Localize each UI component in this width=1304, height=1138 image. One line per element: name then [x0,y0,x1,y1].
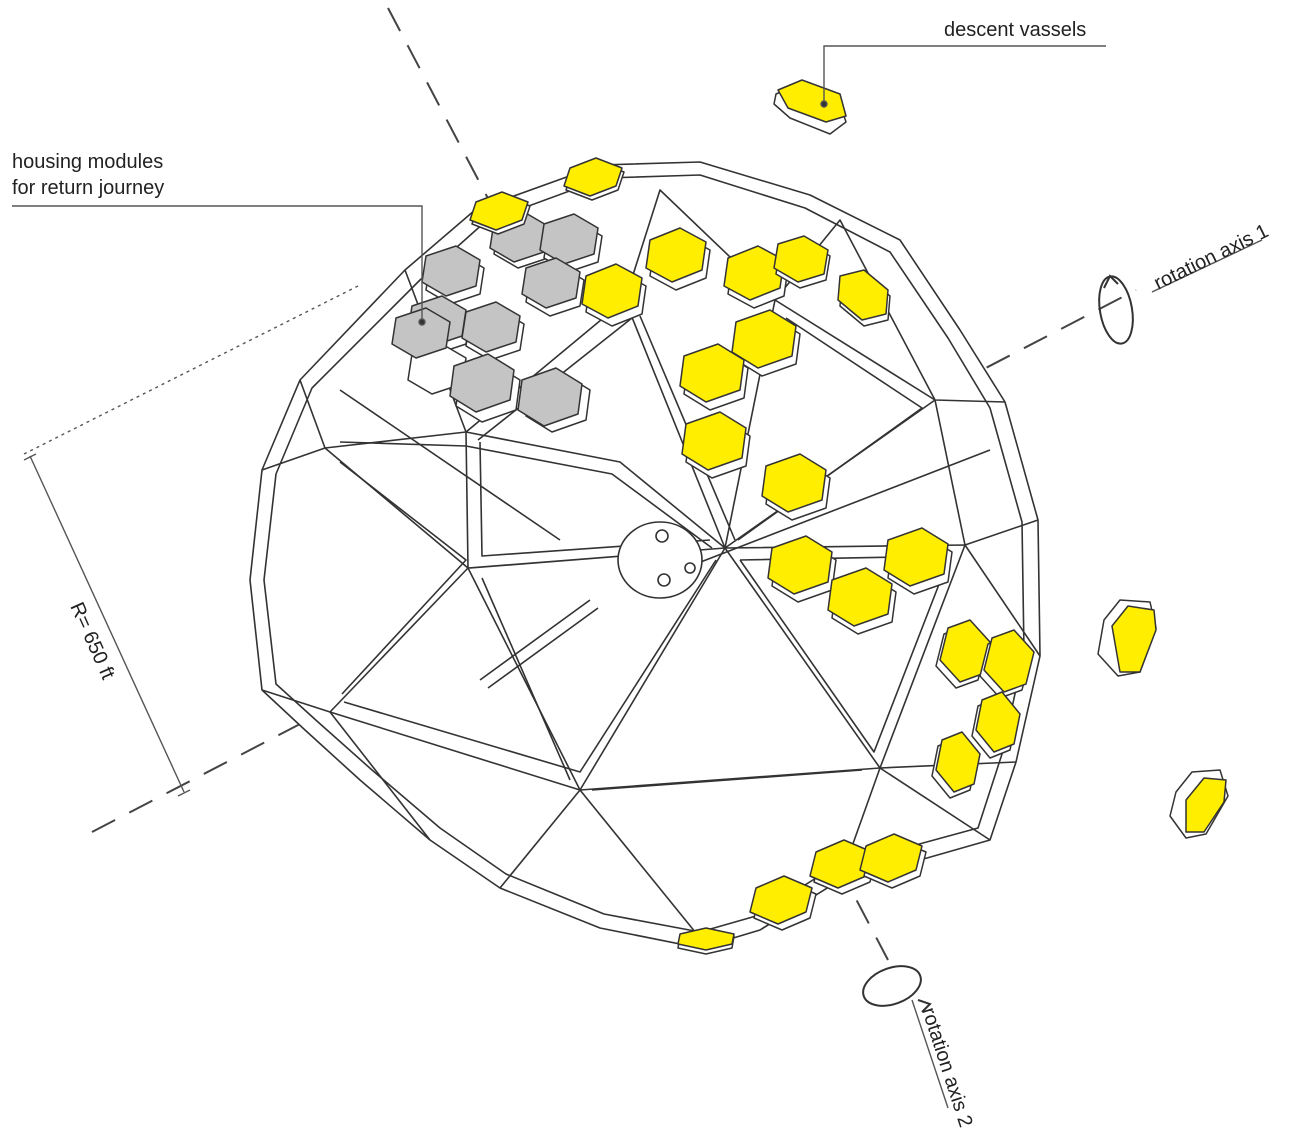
yellow-module-p [931,731,981,799]
radius-label: R= 650 ft [65,599,119,683]
yellow-module-u [563,157,625,201]
rotation-axis-1-symbol [1098,274,1134,345]
yellow-module-t [677,927,735,955]
housing-module-8 [449,353,521,423]
yellow-module-c [723,245,789,309]
leader-lines [12,45,1263,1109]
housing-module-6 [461,301,525,361]
rotation-axis-2-symbol [862,965,932,1013]
housing-module-5 [521,257,585,317]
rotation-axis-1-label: rotation axis 1 [1151,220,1273,294]
housing-modules-label-line2: for return journey [12,177,164,199]
housing-module-2 [421,245,485,305]
housing-modules-label-line1: housing modules [12,151,163,173]
yellow-module-b [645,227,711,291]
descent-vessels [773,79,1229,839]
yellow-module-i [761,453,831,521]
yellow-modules-on-sphere [469,157,1035,955]
yellow-module-h [681,411,751,479]
radius-dimension-line [29,455,185,793]
yellow-module-v [469,191,531,235]
descent-vessels-label: descent vassels [944,19,1086,41]
descent-vessel-top [773,79,847,135]
radius-dimension [23,285,359,797]
housing-module-9 [517,367,591,433]
housing-modules [391,211,603,433]
descent-vessel-right-2 [1169,769,1229,839]
yellow-module-l [827,567,897,635]
housing-modules-leader [12,205,423,322]
yellow-module-j [767,535,837,603]
yellow-module-d [773,235,831,289]
yellow-module-o [971,691,1021,759]
descent-vessel-right-1 [1097,599,1157,677]
yellow-module-n [979,629,1035,699]
yellow-module-r [859,833,927,889]
yellow-module-q [809,839,877,895]
rotation-axis-2-label: rotation axis 2 [917,1005,976,1130]
yellow-module-s [749,875,817,931]
central-hub [339,389,991,689]
yellow-module-e [837,269,891,327]
yellow-module-a [581,263,647,327]
yellow-module-k [883,527,953,595]
descent-vessels-leader [823,45,1106,104]
yellow-module-g [679,343,749,411]
